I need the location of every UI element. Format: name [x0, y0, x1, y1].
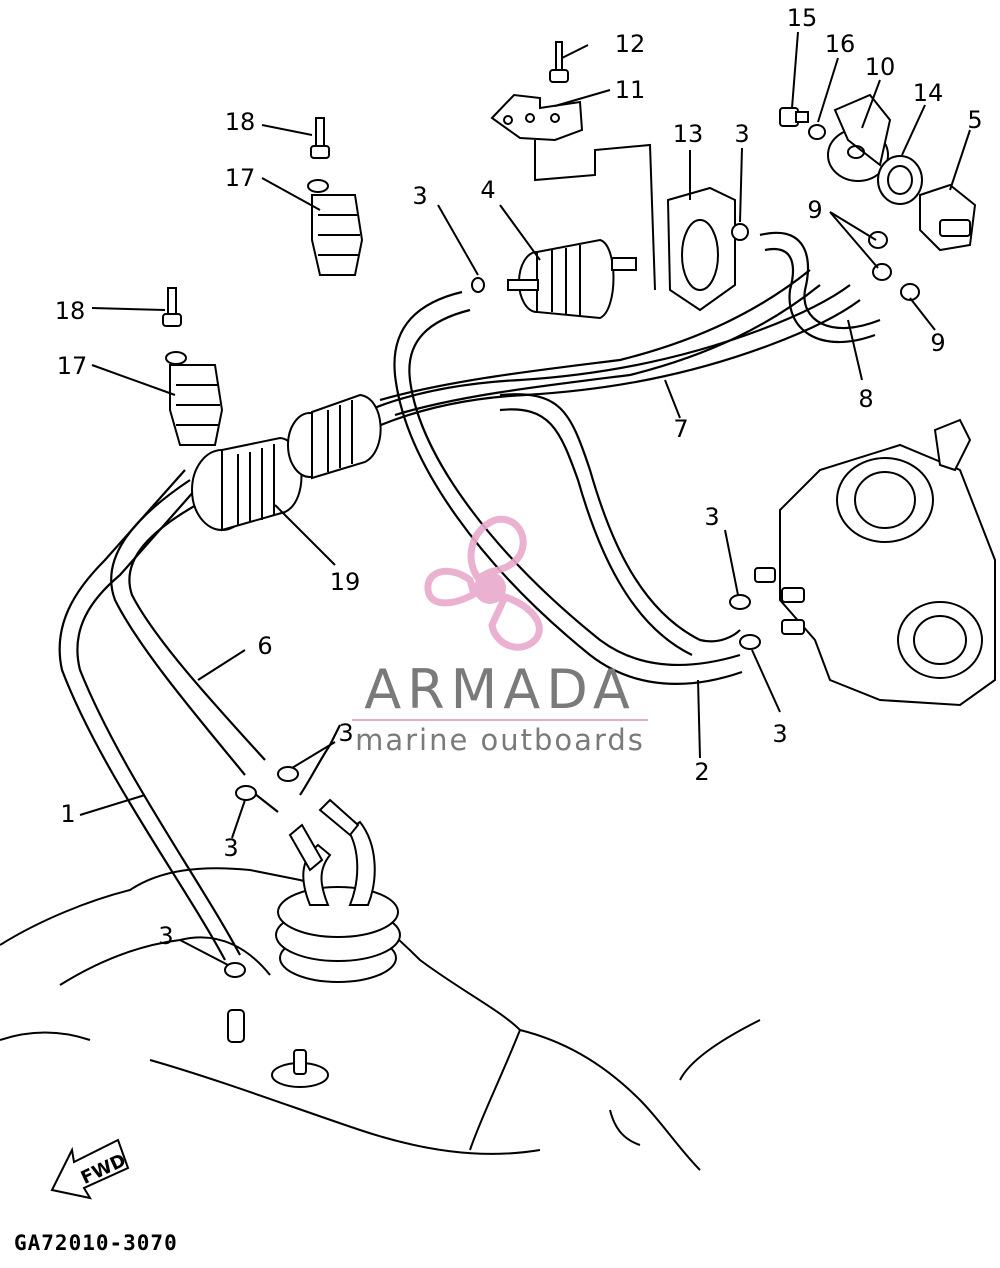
- callout-3: 3: [412, 182, 427, 210]
- small-clamps: [224, 223, 761, 978]
- callout-17: 17: [57, 352, 88, 380]
- callout-8: 8: [858, 385, 873, 413]
- callout-3: 3: [338, 719, 353, 747]
- callout-10: 10: [865, 53, 896, 81]
- callout-7: 7: [673, 415, 688, 443]
- callout-19: 19: [330, 568, 361, 596]
- leader-lines: [79, 31, 971, 966]
- bellow-sleeve: [191, 393, 382, 532]
- callout-13: 13: [673, 120, 704, 148]
- part-code: GA72010-3070: [14, 1231, 178, 1255]
- callout-11: 11: [615, 76, 646, 104]
- callout-18: 18: [225, 108, 256, 136]
- hose-clamp-holders: [162, 117, 364, 446]
- callout-3: 3: [734, 120, 749, 148]
- watermark-tagline: marine outboards: [355, 723, 645, 757]
- callout-16: 16: [825, 30, 856, 58]
- callout-4: 4: [480, 176, 495, 204]
- callout-15: 15: [787, 4, 818, 32]
- fuel-cock-assembly: [779, 93, 977, 301]
- watermark-brand: ARMADA: [364, 658, 636, 721]
- callout-3: 3: [158, 922, 173, 950]
- fuel-filter: [507, 238, 637, 320]
- callout-1: 1: [60, 800, 75, 828]
- propeller-icon: [424, 515, 543, 651]
- throttle-body: [754, 418, 996, 707]
- callout-3: 3: [223, 834, 238, 862]
- callout-5: 5: [967, 106, 982, 134]
- fuel-hoses: [58, 231, 881, 961]
- callout-3: 3: [704, 503, 719, 531]
- callout-14: 14: [913, 79, 944, 107]
- callout-17: 17: [225, 164, 256, 192]
- fuel-tank: [0, 798, 761, 1171]
- callout-18: 18: [55, 297, 86, 325]
- callout-12: 12: [615, 30, 646, 58]
- callout-9: 9: [807, 196, 822, 224]
- callout-2: 2: [694, 758, 709, 786]
- callout-6: 6: [257, 632, 272, 660]
- callout-9: 9: [930, 329, 945, 357]
- callout-3: 3: [772, 720, 787, 748]
- filter-bracket: [490, 41, 736, 312]
- fwd-arrow: FWD: [50, 1138, 129, 1200]
